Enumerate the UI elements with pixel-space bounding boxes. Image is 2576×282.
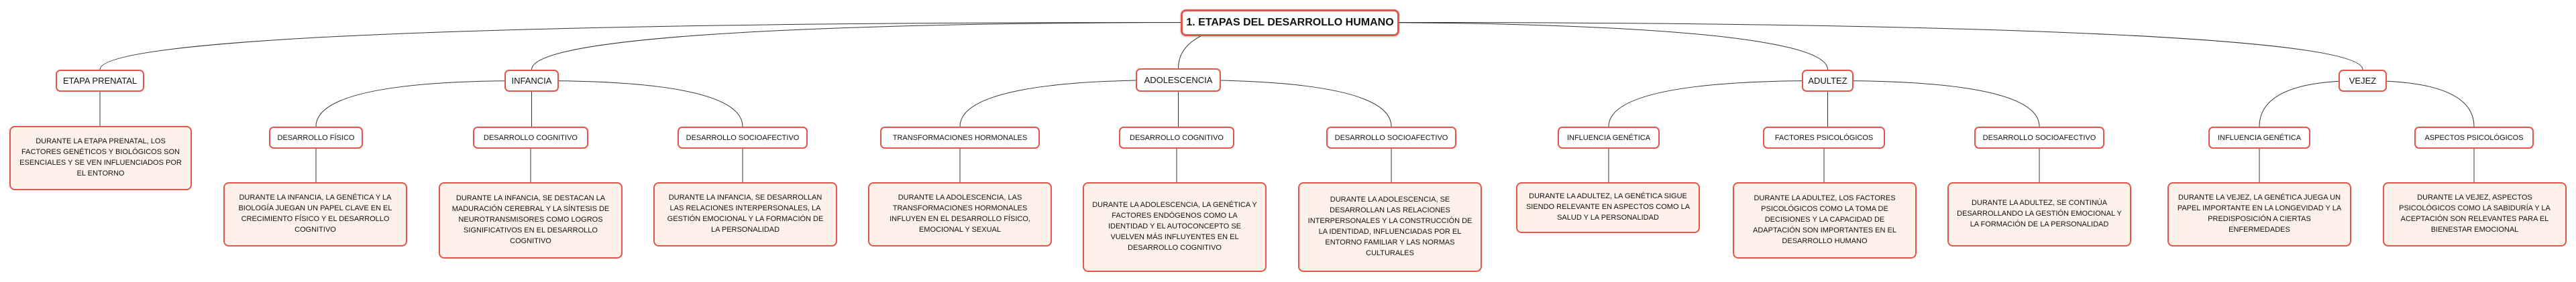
sub-adultez-influencia-genetica[interactable]: INFLUENCIA GENÉTICA <box>1558 127 1660 149</box>
detail-etapa-prenatal[interactable]: DURANTE LA ETAPA PRENATAL, LOS FACTORES … <box>9 126 192 190</box>
branch-adultez[interactable]: ADULTEZ <box>1802 70 1854 92</box>
connector-sub-infancia-desarrollo-fisico <box>315 80 532 127</box>
sub-adultez-desarrollo-socioafectivo[interactable]: DESARROLLO SOCIOAFECTIVO <box>1974 127 2104 149</box>
connector-sub-adultez-influencia-genetica <box>1608 80 1828 127</box>
branch-infancia[interactable]: INFANCIA <box>504 70 559 92</box>
root-title[interactable]: 1. ETAPAS DEL DESARROLLO HUMANO <box>1181 9 1399 36</box>
detail-adolescencia-desarrollo-cognitivo[interactable]: DURANTE LA ADOLESCENCIA, LA GENÉTICA Y F… <box>1083 182 1267 272</box>
detail-adultez-factores-psicologicos[interactable]: DURANTE LA ADULTEZ, LOS FACTORES PSICOLÓ… <box>1733 182 1917 259</box>
branch-adolescencia[interactable]: ADOLESCENCIA <box>1136 68 1221 92</box>
connector-sub-adultez-desarrollo-socioafectivo <box>1827 80 2040 127</box>
sub-adolescencia-desarrollo-cognitivo[interactable]: DESARROLLO COGNITIVO <box>1119 127 1234 149</box>
sub-adultez-factores-psicologicos[interactable]: FACTORES PSICOLÓGICOS <box>1763 127 1885 149</box>
detail-infancia-desarrollo-socioafectivo[interactable]: DURANTE LA INFANCIA, SE DESARROLLAN LAS … <box>653 182 837 246</box>
connector-root-4 <box>1289 22 2363 70</box>
connector-sub-infancia-desarrollo-socioafectivo <box>531 80 743 127</box>
sub-adolescencia-transformaciones-hormonales[interactable]: TRANSFORMACIONES HORMONALES <box>880 127 1040 149</box>
sub-vejez-influencia-genetica[interactable]: INFLUENCIA GENÉTICA <box>2208 127 2310 149</box>
sub-infancia-desarrollo-fisico[interactable]: DESARROLLO FÍSICO <box>269 127 363 149</box>
connector-root-0 <box>99 22 1291 70</box>
detail-vejez-aspectos-psicologicos[interactable]: DURANTE LA VEJEZ, ASPECTOS PSICOLÓGICOS … <box>2383 182 2567 246</box>
detail-vejez-influencia-genetica[interactable]: DURANTE LA VEJEZ, LA GENÉTICA JUEGA UN P… <box>2167 182 2351 246</box>
sub-vejez-aspectos-psicologicos[interactable]: ASPECTOS PSICOLÓGICOS <box>2414 127 2534 149</box>
sub-infancia-desarrollo-cognitivo[interactable]: DESARROLLO COGNITIVO <box>473 127 588 149</box>
sub-infancia-desarrollo-socioafectivo[interactable]: DESARROLLO SOCIOAFECTIVO <box>678 127 808 149</box>
detail-infancia-desarrollo-cognitivo[interactable]: DURANTE LA INFANCIA, SE DESTACAN LA MADU… <box>439 182 623 259</box>
detail-adultez-desarrollo-socioafectivo[interactable]: DURANTE LA ADULTEZ, SE CONTINÚA DESARROL… <box>1947 182 2131 246</box>
connector-root-1 <box>531 22 1291 70</box>
branch-etapa-prenatal[interactable]: ETAPA PRENATAL <box>56 70 144 92</box>
branch-vejez[interactable]: VEJEZ <box>2339 70 2387 92</box>
detail-adultez-influencia-genetica[interactable]: DURANTE LA ADULTEZ, LA GENÉTICA SIGUE SI… <box>1516 182 1700 233</box>
detail-adolescencia-desarrollo-socioafectivo[interactable]: DURANTE LA ADOLESCENCIA, SE DESARROLLAN … <box>1298 182 1482 272</box>
detail-adolescencia-transformaciones-hormonales[interactable]: DURANTE LA ADOLESCENCIA, LAS TRANSFORMAC… <box>868 182 1052 246</box>
detail-infancia-desarrollo-fisico[interactable]: DURANTE LA INFANCIA, LA GENÉTICA Y LA BI… <box>223 182 407 246</box>
sub-adolescencia-desarrollo-socioafectivo[interactable]: DESARROLLO SOCIOAFECTIVO <box>1326 127 1456 149</box>
